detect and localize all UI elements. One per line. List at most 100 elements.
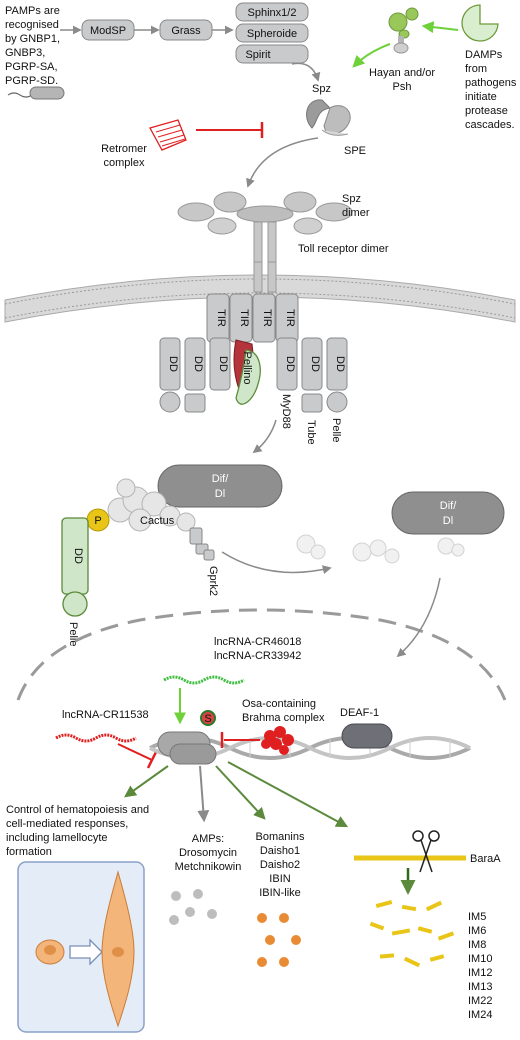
spz-label: Spz	[312, 83, 331, 95]
dif-dl-released-box	[391, 491, 505, 535]
tir-domains: TIR TIR TIR TIR	[206, 293, 299, 343]
dd-domains: DD DD DD DD DD DD	[159, 337, 348, 413]
arrow-spe-dimer	[246, 137, 319, 188]
arrow-damps-hayan	[421, 21, 459, 34]
dd-box-3	[209, 337, 231, 391]
osa-brahma-icon	[261, 726, 294, 755]
retromer-line-2: complex	[104, 157, 145, 169]
dd-label-1: DD	[167, 356, 179, 372]
control-line-4: formation	[6, 846, 52, 858]
toll-transmembrane-right	[267, 261, 277, 293]
pellino-icon	[233, 339, 261, 405]
control-line-1: Control of hematopoiesis and	[6, 804, 149, 816]
hayan-line-1: Hayan and/or	[369, 67, 435, 79]
spz-dimer-line-1: Spz	[342, 193, 361, 205]
gprk2-label: Gprk2	[207, 566, 219, 596]
pamps-text: PAMPs are recognised by GNBP1, GNBP3, PG…	[5, 5, 60, 87]
arrow-to-hematopoiesis	[124, 765, 169, 798]
grass-label: Grass	[171, 25, 201, 37]
amps-line-1: AMPs:	[192, 833, 224, 845]
spz-dimer-line-2: dimer	[342, 207, 370, 219]
modsp-label: ModSP	[90, 25, 126, 37]
damps-line-5: protease	[465, 105, 508, 117]
nuclear-envelope	[16, 608, 507, 701]
dd-bottom-2	[184, 393, 206, 413]
bomanins-line-3: Daisho2	[260, 859, 300, 871]
bomanins-line-1: Bomanins	[256, 831, 305, 843]
damps-line-2: from	[465, 63, 487, 75]
tir-label-4: TIR	[284, 309, 296, 327]
pamps-line-3: by GNBP1,	[5, 33, 60, 45]
dif-dl-line-1: Dif/	[212, 473, 229, 485]
dif-dl-box	[157, 464, 283, 508]
tube-bottom	[301, 393, 323, 413]
control-line-3: including lamellocyte	[6, 832, 108, 844]
dif-dl-released-line-1: Dif/	[440, 500, 457, 512]
hayan-line-2: Psh	[393, 81, 412, 93]
lncrna-top-line-2: lncRNA-CR33942	[214, 650, 301, 662]
osa-line-2: Brahma complex	[242, 712, 325, 724]
lncrna-left-inhibit-bar	[146, 751, 158, 769]
spheroide-box	[235, 23, 309, 43]
pellino-label: Pellino	[241, 351, 253, 384]
tir-label-2: TIR	[238, 309, 250, 327]
bacterium-icon	[7, 86, 65, 100]
cactus-fragments-icon	[296, 534, 465, 564]
tir-label-1: TIR	[215, 309, 227, 327]
cactus-icon	[107, 478, 196, 532]
dd-label-6: DD	[334, 356, 346, 372]
differentiation-arrow-icon	[69, 938, 103, 966]
dd-box-2	[184, 337, 206, 391]
dd-label-5: DD	[309, 356, 321, 372]
arrow-to-amps	[197, 765, 210, 823]
pelle-green-label: Pelle	[67, 622, 79, 646]
arrow-hayan-spz	[352, 43, 391, 68]
im-item-5: IM12	[468, 967, 492, 979]
sphinx-box	[235, 2, 309, 22]
damps-line-6: cascades.	[465, 119, 515, 131]
arrow-spirit-spz	[291, 62, 321, 82]
tir-label-3: TIR	[261, 309, 273, 327]
bomanins-line-2: Daisho1	[260, 845, 300, 857]
phospho-label: P	[94, 515, 101, 527]
dd-label-3: DD	[217, 356, 229, 372]
spz-spe-icon	[306, 99, 351, 136]
toll-receptor-label: Toll receptor dimer	[298, 243, 389, 255]
lncrna-left-inhibit-line	[117, 743, 153, 761]
lncrna-left-label: lncRNA-CR11538	[62, 709, 149, 721]
sphinx-label: Sphinx1/2	[248, 7, 297, 19]
toll-transmembrane-left	[253, 261, 263, 293]
pelle-green-kinase	[62, 591, 88, 617]
im-item-6: IM13	[468, 981, 492, 993]
im-item-3: IM8	[468, 939, 486, 951]
pamps-line-4: GNBP3,	[5, 47, 45, 59]
arrow-receptor-cactus	[252, 419, 277, 454]
s-modification-label: S	[204, 713, 211, 725]
spz-dimer-icon	[177, 191, 353, 263]
spirit-box	[235, 44, 309, 64]
pamps-line-5: PGRP-SA,	[5, 61, 58, 73]
dd-bottom-1	[159, 391, 181, 413]
damps-line-3: pathogens	[465, 77, 517, 89]
dd-box-myd88	[276, 337, 298, 391]
pamps-line-1: PAMPs are	[5, 5, 60, 17]
im-item-4: IM10	[468, 953, 492, 965]
im-item-2: IM6	[468, 925, 486, 937]
pelle-bottom	[326, 391, 348, 413]
im-item-7: IM22	[468, 995, 492, 1007]
im-item-1: IM5	[468, 911, 486, 923]
arrow-cactus-degrade	[221, 551, 332, 575]
im-list: IM5 IM6 IM8 IM10 IM12 IM13 IM22 IM24	[468, 911, 492, 1021]
dif-dl-bound-icon	[157, 731, 217, 765]
amps-line-3: Metchnikowin	[175, 861, 242, 873]
lncrna-top-line-1: lncRNA-CR46018	[214, 636, 301, 648]
pamps-line-6: PGRP-SD.	[5, 75, 58, 87]
retromer-icon	[149, 119, 187, 151]
hayan-psh-icon	[388, 7, 419, 54]
im-peptides-icon	[369, 899, 455, 968]
dd-label-2: DD	[192, 356, 204, 372]
bomanin-dots-icon	[257, 913, 301, 967]
pamps-line-2: recognised	[5, 19, 59, 31]
